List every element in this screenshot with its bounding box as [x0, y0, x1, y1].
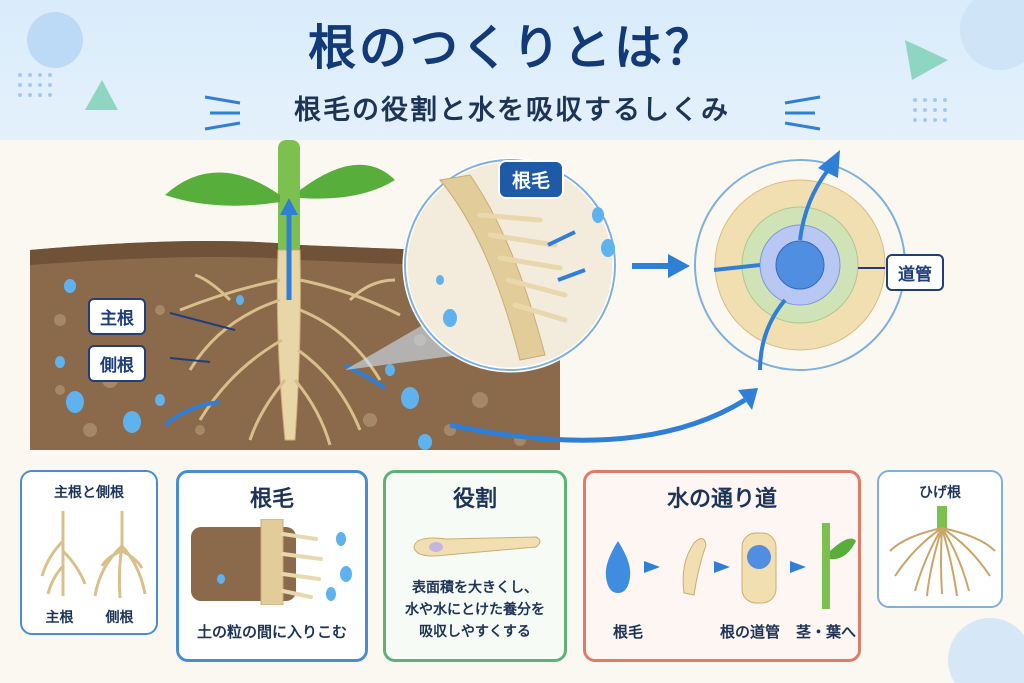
water-step-1: 根毛 — [612, 623, 643, 641]
stem-icon — [822, 523, 830, 609]
section-up-arrow — [818, 150, 840, 178]
panel-water-path-illustration — [605, 523, 856, 609]
panel-fibrous: ひげ根 — [877, 470, 1003, 608]
root-hair-cell-icon — [682, 538, 707, 596]
arrow-right-icon — [644, 561, 660, 573]
leaf-icon — [830, 538, 856, 560]
panel-roots-left-label: 主根 — [45, 610, 74, 626]
root-illustration — [30, 140, 906, 450]
arrow-right-icon — [714, 561, 730, 573]
panel-role-cell-illustration — [413, 536, 541, 557]
lateral-root-label: 側根 — [88, 345, 146, 382]
root-hair-label: 根毛 — [498, 160, 565, 199]
panel-role-title: 役割 — [452, 487, 497, 512]
panel-role-line: 表面積を大きくし、 — [412, 580, 538, 596]
panel-fibrous-illustration — [889, 506, 996, 597]
section-vessel — [775, 240, 825, 290]
panel-roots-right-label: 側根 — [105, 610, 134, 626]
leaf-left — [165, 172, 280, 206]
page-title: 根のつくりとは？ — [307, 20, 716, 76]
water-drops — [55, 279, 505, 450]
header-band — [0, 0, 1024, 140]
stem — [278, 140, 300, 255]
panel-root-hair-caption: 土の粒の間に入りこむ — [196, 623, 347, 641]
panel-roots-illustration — [40, 511, 147, 599]
section-arrows — [713, 168, 830, 371]
decor-circle-stripe — [960, 0, 1024, 70]
decor-circle-bottom — [948, 618, 1024, 683]
panel-role-line: 吸収しやすくする — [419, 624, 531, 640]
header-decor — [18, 0, 1024, 131]
main-root — [276, 249, 301, 441]
soil-to-section-arrow — [449, 397, 747, 443]
stem-water-arrow — [280, 198, 298, 300]
main-root-pointer — [169, 312, 236, 331]
panel-roots: 主根と側根 主根 側根 — [20, 470, 158, 635]
panel-fibrous-title: ひげ根 — [919, 485, 961, 501]
decor-dots — [18, 73, 947, 122]
panel-root-hair: 根毛 土の粒の間に入りこむ — [176, 470, 368, 662]
subtitle-dash-right — [784, 95, 821, 131]
panel-role: 役割 表面積を大きくし、 水や水にとけた養分を 吸収しやすくする — [383, 470, 567, 662]
panel-role-line: 水や水にとけた養分を — [405, 602, 545, 618]
root-water-arrows — [163, 363, 387, 427]
leaf-right — [300, 164, 395, 199]
decor-triangle — [85, 80, 118, 110]
panel-role-text: 表面積を大きくし、 水や水にとけた養分を 吸収しやすくする — [386, 577, 564, 643]
lateral-root-pointer — [169, 357, 211, 363]
zoom-root — [439, 174, 546, 361]
panel-root-hair-illustration — [191, 519, 352, 605]
soil-to-section-arrowhead — [738, 388, 758, 410]
zoom-arrows — [547, 230, 586, 282]
vessel-label: 道管 — [886, 254, 944, 291]
main-root-label: 主根 — [88, 298, 146, 335]
zoom-water-drops — [436, 207, 615, 327]
decor-triangle — [905, 40, 948, 80]
panel-root-hair-title: 根毛 — [249, 487, 294, 512]
subtitle-dash-left — [204, 95, 241, 131]
panel-roots-title: 主根と側根 — [54, 485, 124, 501]
water-step-2: 根の道管 — [719, 623, 780, 641]
panel-water-path-title: 水の通り道 — [666, 487, 777, 512]
water-drop-icon — [605, 541, 631, 593]
page-subtitle: 根毛の役割と水を吸収するしくみ — [293, 95, 731, 126]
panel-water-path: 水の通り道 根毛 根の道管 茎・葉へ — [583, 470, 861, 662]
zoom-root-hairs — [477, 212, 568, 323]
decor-circle — [27, 12, 83, 68]
arrow-to-section — [632, 254, 690, 278]
root-section-vessel-icon — [747, 545, 771, 569]
arrow-right-icon — [790, 561, 806, 573]
water-step-3: 茎・葉へ — [795, 623, 856, 641]
